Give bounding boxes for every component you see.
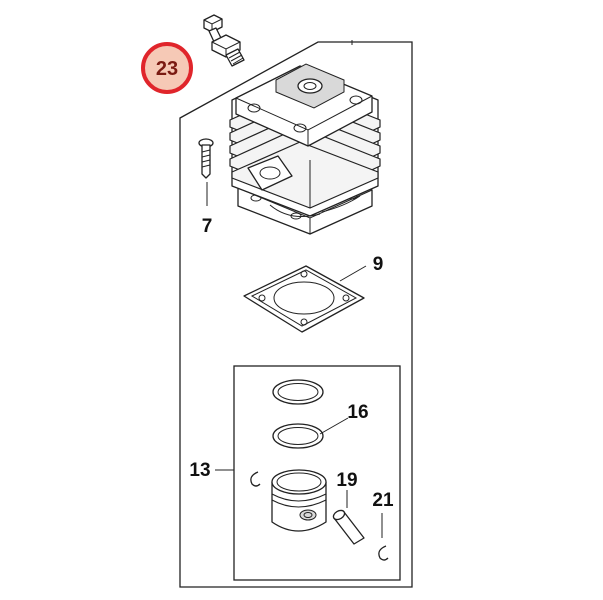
piston-kit-frame — [233, 365, 401, 581]
callout-21: 21 — [372, 490, 394, 511]
assembly-frame — [179, 41, 413, 588]
gasket-part[interactable] — [243, 265, 365, 333]
decompression-valve-part[interactable] — [203, 14, 245, 67]
circlip-right-part[interactable] — [378, 545, 389, 561]
circlip-left-part[interactable] — [250, 471, 261, 487]
highlight-badge[interactable]: 23 — [141, 42, 193, 94]
piston-ring-lower[interactable] — [272, 423, 324, 449]
piston-ring-upper[interactable] — [272, 379, 324, 405]
piston-part[interactable] — [271, 469, 327, 532]
callout-13: 13 — [189, 460, 210, 481]
pin-part[interactable] — [198, 138, 214, 179]
callout-16: 16 — [347, 402, 368, 423]
callout-7: 7 — [202, 216, 213, 237]
cylinder-part[interactable] — [229, 63, 381, 235]
callout-19: 19 — [336, 470, 357, 491]
gasket-leader-line — [339, 265, 367, 282]
highlight-badge-label: 23 — [156, 58, 178, 80]
ring-leader-line — [319, 417, 349, 435]
highlight-badge-circle — [143, 44, 191, 92]
highlight-badge-ring — [141, 42, 193, 94]
wrist-pin-part[interactable] — [332, 509, 365, 545]
callout-9: 9 — [373, 254, 384, 275]
